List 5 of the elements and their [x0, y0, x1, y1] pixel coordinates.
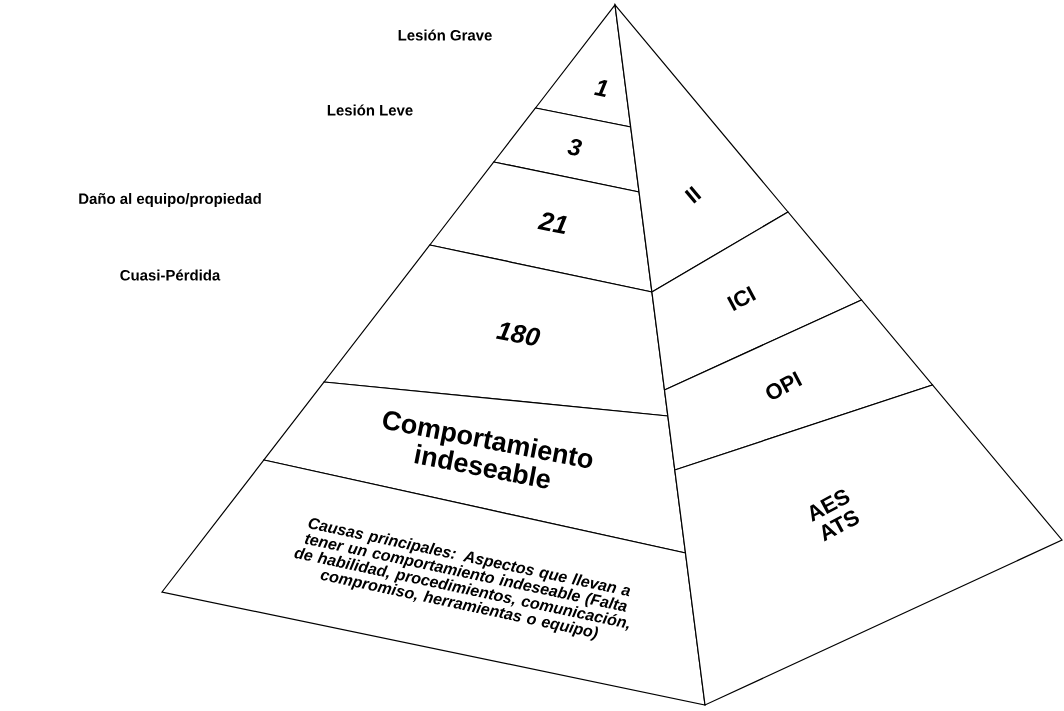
- level-label: Lesión Leve: [327, 104, 413, 116]
- level-label: Daño al equipo/propiedad: [79, 193, 261, 207]
- node-label: AES ATS: [810, 489, 859, 542]
- level-label: Lesión Grave: [398, 29, 492, 41]
- level-label: Cuasi-Pérdida: [120, 269, 221, 281]
